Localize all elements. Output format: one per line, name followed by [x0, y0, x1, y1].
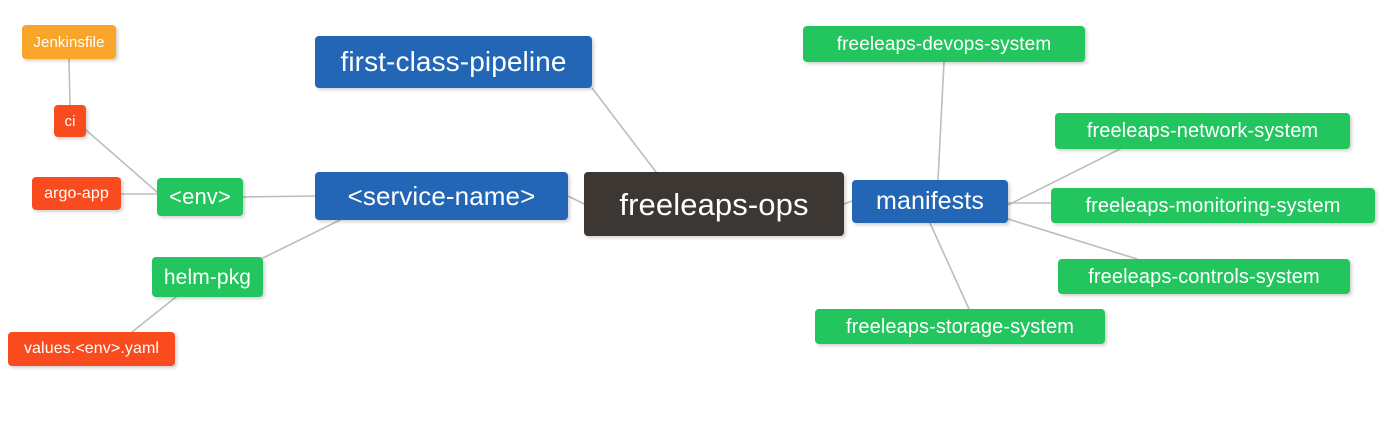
- mindmap-node-freeleaps-controls-system[interactable]: freeleaps-controls-system: [1058, 259, 1350, 294]
- mindmap-node-jenkinsfile[interactable]: Jenkinsfile: [22, 25, 116, 59]
- mindmap-node-helm-pkg[interactable]: helm-pkg: [152, 257, 263, 297]
- mindmap-node-freeleaps-network-system[interactable]: freeleaps-network-system: [1055, 113, 1350, 149]
- mindmap-node-label: values.<env>.yaml: [23, 340, 160, 357]
- edge-ci-to-jenkinsfile: [68, 58, 71, 106]
- mindmap-node-env[interactable]: <env>: [157, 178, 243, 216]
- edge-helm-pkg-to-values-yaml: [131, 296, 177, 333]
- edge-manifests-to-freeleaps-controls-system: [1007, 218, 1138, 260]
- mindmap-node-freeleaps-monitoring-system[interactable]: freeleaps-monitoring-system: [1051, 188, 1375, 223]
- mindmap-node-label: freeleaps-network-system: [1086, 120, 1319, 142]
- mindmap-node-label: ci: [64, 112, 76, 130]
- mindmap-node-label: argo-app: [44, 184, 109, 202]
- mindmap-node-ci[interactable]: ci: [54, 105, 86, 137]
- mindmap-node-label: freeleaps-monitoring-system: [1085, 194, 1341, 217]
- edge-manifests-to-freeleaps-devops-system: [937, 61, 945, 181]
- edge-service-name-to-env: [242, 195, 316, 198]
- mindmap-node-label: freeleaps-storage-system: [845, 315, 1075, 338]
- mindmap-node-label: <service-name>: [347, 181, 536, 211]
- mindmap-node-label: manifests: [876, 187, 984, 215]
- mindmap-node-argo-app[interactable]: argo-app: [32, 177, 121, 210]
- mindmap-node-label: freeleaps-ops: [619, 186, 809, 222]
- mindmap-node-service-name[interactable]: <service-name>: [315, 172, 568, 220]
- mindmap-node-label: freeleaps-controls-system: [1088, 265, 1320, 288]
- edge-freeleaps-ops-to-manifests: [843, 200, 853, 205]
- mindmap-node-freeleaps-storage-system[interactable]: freeleaps-storage-system: [815, 309, 1105, 344]
- mindmap-node-freeleaps-devops-system[interactable]: freeleaps-devops-system: [803, 26, 1085, 62]
- mindmap-node-values-yaml[interactable]: values.<env>.yaml: [8, 332, 175, 366]
- edge-freeleaps-ops-to-first-class-pipeline: [591, 87, 657, 173]
- mindmap-node-label: freeleaps-devops-system: [836, 33, 1052, 55]
- mindmap-node-label: first-class-pipeline: [340, 46, 567, 77]
- edge-service-name-to-helm-pkg: [262, 219, 341, 259]
- mindmap-node-label: helm-pkg: [163, 265, 252, 289]
- mindmap-node-label: <env>: [169, 184, 231, 209]
- edge-freeleaps-ops-to-service-name: [567, 195, 585, 205]
- mindmap-node-freeleaps-ops[interactable]: freeleaps-ops: [584, 172, 844, 236]
- mindmap-node-manifests[interactable]: manifests: [852, 180, 1008, 223]
- mindmap-node-label: Jenkinsfile: [33, 33, 105, 51]
- edge-manifests-to-freeleaps-storage-system: [929, 222, 970, 310]
- mindmap-node-first-class-pipeline[interactable]: first-class-pipeline: [315, 36, 592, 88]
